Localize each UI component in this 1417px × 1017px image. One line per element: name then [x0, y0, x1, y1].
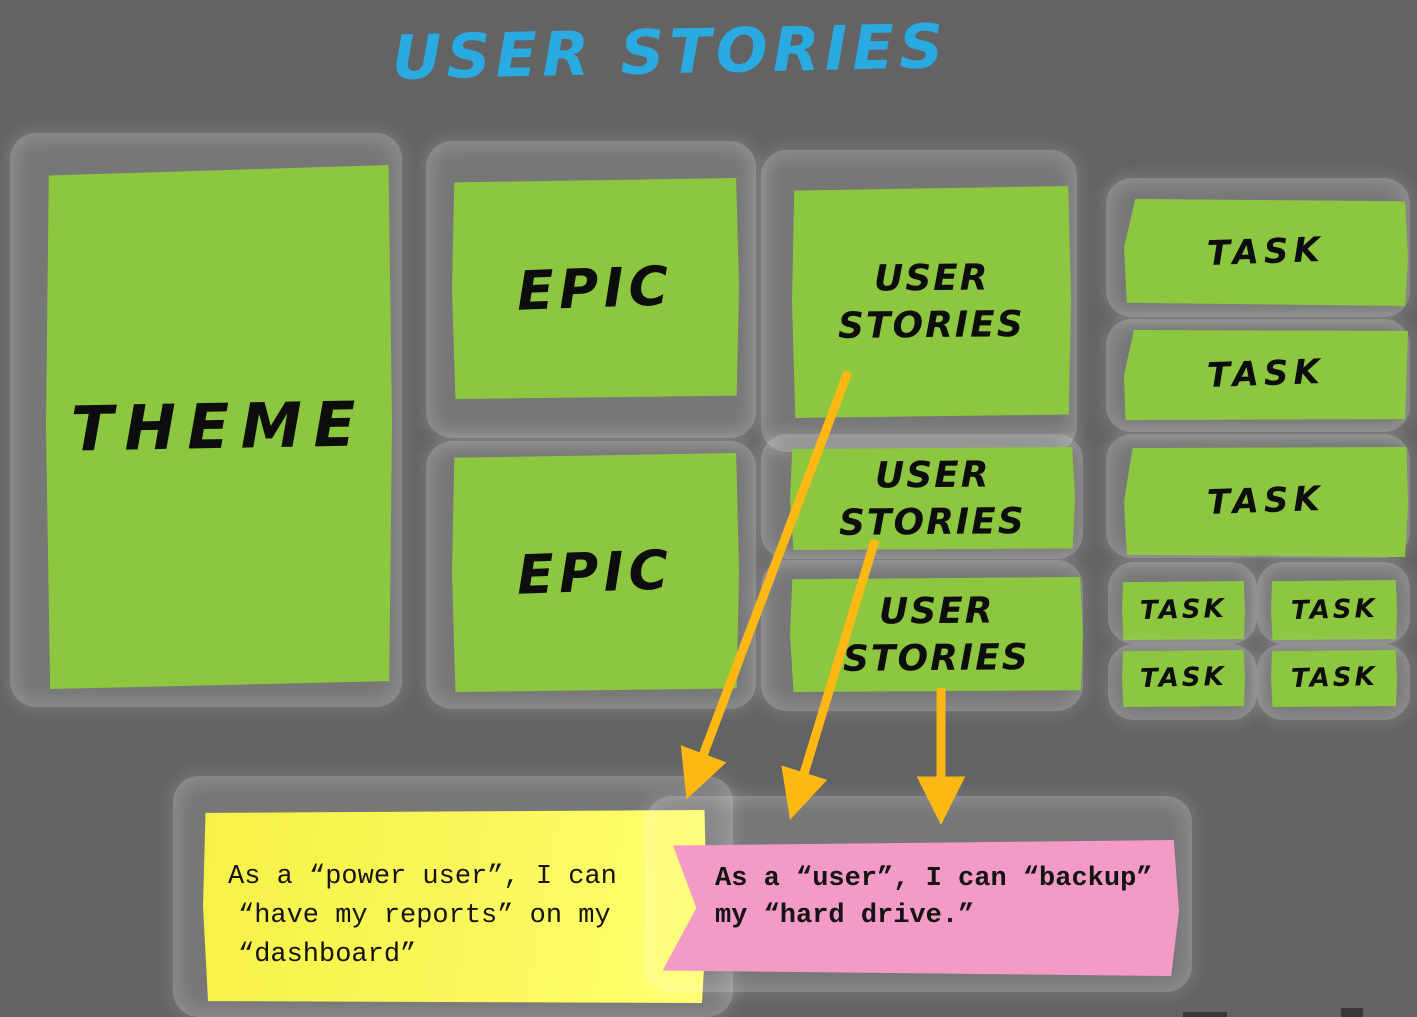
task-card-small-4: TASK	[1257, 644, 1410, 720]
epic-sticky-note-1: EPIC	[452, 178, 739, 399]
task-label-3: TASK	[1206, 479, 1326, 524]
user-stories-sticky-note-3: USER STORIES	[790, 577, 1083, 692]
task-sticky-note-small-2: TASK	[1271, 580, 1397, 640]
user-stories-card-2: USER STORIES	[761, 434, 1083, 559]
user-stories-card-3: USER STORIES	[761, 560, 1083, 711]
diagram-title: USER STORIES	[391, 10, 949, 94]
task-card-3: TASK	[1106, 434, 1410, 558]
task-label-small-1: TASK	[1139, 594, 1228, 627]
task-sticky-note-1: TASK	[1124, 199, 1408, 306]
task-sticky-note-2: TASK	[1124, 330, 1408, 420]
pink-note-line-2: my “hard drive.”	[715, 901, 975, 931]
task-card-small-1: TASK	[1108, 562, 1257, 644]
user-stories-label-1-line2: STORIES	[837, 304, 1026, 347]
task-sticky-note-3: TASK	[1124, 447, 1408, 557]
pink-note-line-1: As a “user”, I can “backup”	[715, 864, 1153, 894]
task-label-small-3: TASK	[1139, 662, 1228, 695]
epic-label-2: EPIC	[516, 538, 675, 607]
task-sticky-note-small-4: TASK	[1271, 650, 1397, 707]
cropped-watermark-fragment-2	[1341, 1008, 1363, 1017]
yellow-story-card: As a “power user”, I can “have my report…	[173, 776, 733, 1017]
user-stories-label-3-line1: USER	[878, 589, 995, 633]
yellow-note-line-2: “have my reports” on my	[238, 901, 611, 931]
yellow-note-line-1: As a “power user”, I can	[228, 862, 617, 892]
user-stories-label-1-line1: USER	[873, 257, 990, 300]
task-label-small-4: TASK	[1290, 662, 1378, 695]
task-sticky-note-small-3: TASK	[1122, 650, 1245, 707]
epic-card-1: EPIC	[426, 141, 756, 438]
epic-label-1: EPIC	[516, 254, 675, 323]
theme-sticky-note: THEME	[46, 165, 392, 689]
task-card-2: TASK	[1106, 319, 1410, 432]
user-stories-card-1: USER STORIES	[761, 150, 1077, 452]
pink-story-card: As a “user”, I can “backup” my “hard dri…	[646, 796, 1192, 992]
user-stories-label-3-line2: STORIES	[842, 636, 1031, 680]
yellow-sticky-note: As a “power user”, I can “have my report…	[203, 810, 707, 1003]
task-card-1: TASK	[1106, 178, 1410, 317]
user-stories-sticky-note-1: USER STORIES	[792, 186, 1071, 418]
epic-sticky-note-2: EPIC	[452, 453, 739, 692]
theme-label: THEME	[70, 387, 368, 466]
theme-card: THEME	[10, 133, 402, 707]
task-label-small-2: TASK	[1290, 593, 1378, 626]
epic-card-2: EPIC	[426, 441, 756, 709]
user-stories-label-2-line2: STORIES	[838, 500, 1027, 544]
task-label-2: TASK	[1206, 352, 1326, 397]
task-card-small-3: TASK	[1108, 644, 1257, 720]
task-label-1: TASK	[1206, 229, 1326, 274]
task-card-small-2: TASK	[1257, 562, 1410, 644]
task-sticky-note-small-1: TASK	[1122, 581, 1245, 640]
yellow-note-line-3: “dashboard”	[238, 940, 417, 970]
user-stories-sticky-note-2: USER STORIES	[790, 447, 1075, 550]
cropped-watermark-fragment-1	[1183, 1012, 1227, 1017]
user-stories-label-2-line1: USER	[874, 453, 991, 497]
pink-sticky-note: As a “user”, I can “backup” my “hard dri…	[662, 840, 1179, 976]
